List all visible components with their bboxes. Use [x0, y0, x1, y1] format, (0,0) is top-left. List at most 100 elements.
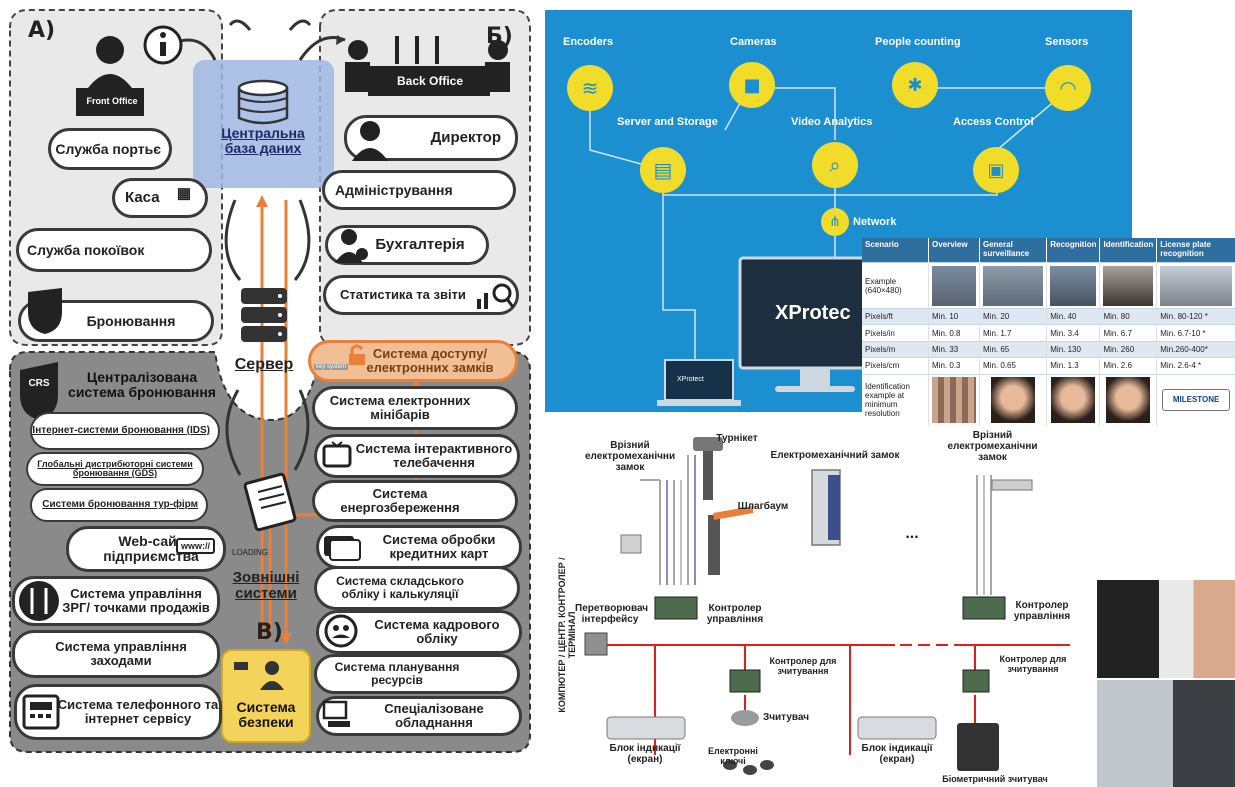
face-pixelated-photo [932, 377, 976, 424]
tv-icon [322, 441, 352, 468]
table-cell: Min. 0.8 [928, 324, 980, 342]
table-cell: Min.260-400* [1156, 340, 1235, 358]
cameras-label: Cameras [730, 36, 777, 48]
right-item-tv[interactable]: Система інтерактивного телебачення [314, 434, 520, 478]
card-reader-icon: ▣ [987, 159, 1005, 181]
front-item-label: Каса [125, 189, 160, 207]
access-control-label: Access Control [953, 116, 1034, 128]
table-cell: Pixels/ft [862, 307, 929, 325]
table-header: Recognition [1046, 238, 1101, 263]
front-office-person-icon [76, 36, 144, 116]
right-item-label: Система енергозбереження [340, 486, 460, 515]
left-item-label: Web-сайт підприємства [103, 533, 199, 564]
left-item-telephone[interactable]: Система телефонного та інтернет сервісу [14, 684, 222, 740]
server-storage-label: Server and Storage [617, 116, 718, 128]
magnifier-icon: ⌕ [829, 153, 841, 177]
server-node[interactable]: ▤ [640, 147, 686, 193]
section-a-label: А) [28, 18, 56, 43]
right-item-label: Система кадрового обліку [374, 617, 500, 646]
table-cell: Min. 130 [1046, 340, 1101, 358]
right-item-minibar[interactable]: Система електронних мінібарів [312, 386, 518, 430]
analytics-node[interactable]: ⌕ [812, 142, 858, 188]
table-cell: Identification example at minimum resolu… [862, 373, 929, 426]
right-item-label: Система доступу/ електронних замків [366, 346, 494, 375]
table-cell: Pixels/in [862, 324, 929, 342]
network-node[interactable]: ⋔ [821, 208, 849, 236]
encoders-label: Encoders [563, 36, 614, 48]
running-person-icon: ✱ [907, 74, 923, 96]
crs-item-label: Інтернет-системи бронювання (IDS) [32, 424, 210, 436]
back-item-label: Статистика та звіти [340, 287, 466, 303]
right-item-label: Система інтерактивного телебачення [355, 441, 513, 470]
right-item-warehouse[interactable]: Система складського обліку і калькуляції [314, 566, 520, 610]
table-header: General surveillance [979, 238, 1048, 263]
reader-controller1-label: Контролер для зчитування [769, 656, 837, 676]
encoder-node[interactable]: ≋ [567, 65, 613, 111]
right-item-hr[interactable]: Система кадрового обліку [316, 610, 522, 654]
table-cell: Min. 80 [1099, 307, 1158, 325]
door-lock-photo [1097, 680, 1235, 787]
table-header: Identification [1099, 238, 1158, 263]
crs-item-ids[interactable]: Інтернет-системи бронювання (IDS) [30, 412, 220, 450]
face-scanner-photo [1097, 580, 1235, 678]
restaurant-icon [19, 581, 59, 621]
access-wiring [584, 437, 1070, 775]
encoder-icon: ≋ [581, 76, 599, 100]
display2-label: Блок індикації (екран) [861, 743, 933, 765]
vertical-label: КОМПЮТЕР / ЦЕНТР. КОНТРОЛЕР / ТЕРМІНАЛ [557, 557, 577, 713]
biometric-label: Біометричний зчитувач [942, 774, 1048, 784]
right-item-equipment[interactable]: Спеціалізоване обладнання [316, 696, 522, 736]
info-icon [143, 25, 183, 65]
left-item-events[interactable]: Система управління заходами [12, 630, 220, 678]
parking-lot-photo [932, 265, 976, 306]
table-cell: Min. 6.7 [1099, 324, 1158, 342]
security-label: Система безпеки [236, 699, 296, 731]
crs-item-gds[interactable]: Глобальні дистрибюторні системи бронюван… [26, 452, 204, 486]
sensor-node[interactable]: ◠ [1045, 65, 1091, 111]
crs-item-tour[interactable]: Системи бронювання тур-фірм [30, 488, 208, 522]
lock-left-label: Врізний електромеханічни замок [585, 440, 676, 473]
table-cell: Min. 260 [1099, 340, 1158, 358]
table-cell: Example (640×480) [862, 262, 929, 309]
reader-label: Зчитувач [762, 712, 810, 723]
crs-item-label: Глобальні дистрибюторні системи бронюван… [37, 458, 193, 478]
wifi-icon: ◠ [1059, 76, 1077, 100]
face-photo [1051, 377, 1096, 424]
table-cell: Pixels/m [862, 340, 929, 358]
front-item-housekeeping[interactable]: Служба покоївок [16, 228, 212, 272]
people-counting-node[interactable]: ✱ [892, 62, 938, 108]
parking-lot-photo [1050, 265, 1097, 306]
server-icon [241, 288, 287, 342]
right-item-planning[interactable]: Система планування ресурсів [314, 654, 520, 694]
right-item-label: Система обробки кредитних карт [382, 532, 496, 561]
table-header: License plate recognition [1156, 238, 1235, 263]
table-cell: Pixels/cm [862, 357, 929, 374]
hotel-systems-diagram: А) Б) В) Front Office Back Office Центра… [0, 0, 540, 787]
access-control-node[interactable]: ▣ [973, 147, 1019, 193]
left-item-label: Система управління заходами [55, 639, 187, 668]
right-item-access[interactable]: Система доступу/ електронних замків [308, 340, 518, 382]
left-item-label: Система телефонного та інтернет сервісу [57, 697, 219, 726]
front-item-label: Служба портьє [55, 140, 161, 157]
back-item-administration[interactable]: Адміністрування [322, 170, 516, 210]
license-plate: MILESTONE [1162, 389, 1230, 412]
right-item-label: Спеціалізоване обладнання [384, 701, 484, 730]
front-item-label: Бронювання [86, 312, 176, 329]
front-item-porter[interactable]: Служба портьє [48, 128, 172, 170]
telephone-icon [22, 694, 60, 730]
shield-icon [28, 288, 62, 334]
table-header: Scenario [862, 238, 929, 263]
www-icon: www:// [176, 538, 215, 554]
monitor-text: XProtec [775, 302, 851, 324]
table-row: Pixels/m Min. 33 Min. 65 Min. 130 Min. 2… [862, 340, 1235, 358]
front-item-cashier[interactable]: Каса ▦ [112, 178, 208, 218]
cash-register-icon: ▦ [176, 185, 192, 202]
table-row: Identification example at minimum resolu… [862, 373, 1235, 426]
table-cell: Min. 2.6 [1099, 357, 1158, 374]
right-item-energy[interactable]: Система енергозбереження [312, 480, 518, 522]
camera-node[interactable]: ■ [729, 62, 775, 108]
director-icon [352, 121, 388, 161]
converter-label: Перетворювач інтерфейсу [575, 603, 649, 625]
back-office-label: Back Office [396, 74, 464, 88]
table-cell: Min. 65 [979, 340, 1048, 358]
